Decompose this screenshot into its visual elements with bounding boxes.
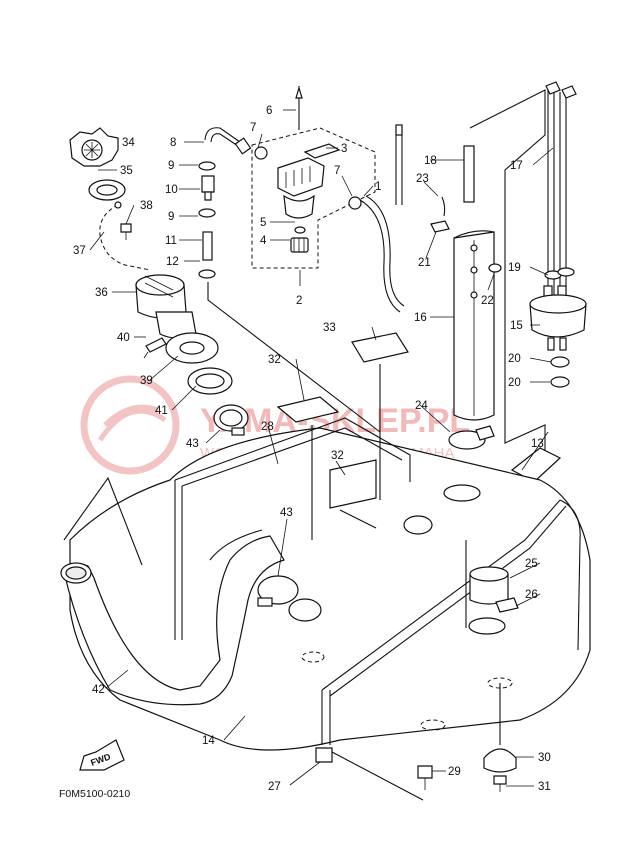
callout-5: 5 <box>260 217 266 229</box>
callout-11: 11 <box>165 235 177 247</box>
callout-38: 38 <box>140 200 153 212</box>
hose-set <box>198 127 381 433</box>
callout-20b: 20 <box>508 377 521 389</box>
callout-16: 16 <box>414 312 427 324</box>
callout-17: 17 <box>510 160 523 172</box>
callout-28: 28 <box>261 421 274 433</box>
callout-12: 12 <box>166 256 179 268</box>
callout-32b: 32 <box>331 450 344 462</box>
callout-3: 3 <box>341 143 347 155</box>
callout-33: 33 <box>323 322 336 334</box>
callout-20a: 20 <box>508 353 521 365</box>
callout-2: 2 <box>296 295 302 307</box>
callout-37: 37 <box>73 245 86 257</box>
callout-7a: 7 <box>250 122 256 134</box>
forward-arrow-icon: FWD <box>79 739 125 771</box>
callout-labels: 1 2 3 4 5 6 7 7 8 9 9 10 11 12 13 14 15 … <box>73 105 551 793</box>
diagram-code: F0M5100-0210 <box>59 788 130 800</box>
pads <box>276 332 409 540</box>
callout-18: 18 <box>424 155 437 167</box>
callout-43b: 43 <box>280 507 293 519</box>
leader-lines <box>89 109 554 787</box>
filler-hose <box>60 476 285 706</box>
callout-27: 27 <box>268 781 281 793</box>
callout-6: 6 <box>266 105 272 117</box>
callout-34: 34 <box>122 137 135 149</box>
fuel-tank <box>69 417 591 751</box>
callout-21: 21 <box>418 257 431 269</box>
callout-30: 30 <box>538 752 551 764</box>
callout-9b: 9 <box>168 211 174 223</box>
callout-43a: 43 <box>186 438 199 450</box>
callout-40: 40 <box>117 332 130 344</box>
callout-8: 8 <box>170 137 176 149</box>
callout-24: 24 <box>415 400 428 412</box>
callout-26: 26 <box>525 589 538 601</box>
callout-15: 15 <box>510 320 523 332</box>
callout-9a: 9 <box>168 160 174 172</box>
callout-35: 35 <box>120 165 133 177</box>
callout-14: 14 <box>202 735 215 747</box>
callout-39: 39 <box>140 375 153 387</box>
callout-25: 25 <box>525 558 538 570</box>
fuel-sender-assembly <box>430 81 587 483</box>
callout-31: 31 <box>538 781 551 793</box>
callout-4: 4 <box>260 235 267 247</box>
fuel-cap-assembly <box>69 127 249 436</box>
callout-1: 1 <box>375 181 381 193</box>
callout-19: 19 <box>508 262 521 274</box>
callout-29: 29 <box>448 766 461 778</box>
callout-32a: 32 <box>268 354 281 366</box>
callout-10: 10 <box>165 184 178 196</box>
callout-7b: 7 <box>334 165 340 177</box>
callout-13: 13 <box>531 438 544 450</box>
watermark-logo <box>80 375 180 475</box>
callout-41: 41 <box>155 405 168 417</box>
callout-36: 36 <box>95 287 108 299</box>
fuel-valve-assembly <box>251 85 405 313</box>
callout-22: 22 <box>481 295 494 307</box>
mounting-parts <box>315 683 517 801</box>
callout-42: 42 <box>92 684 105 696</box>
callout-23: 23 <box>416 173 429 185</box>
